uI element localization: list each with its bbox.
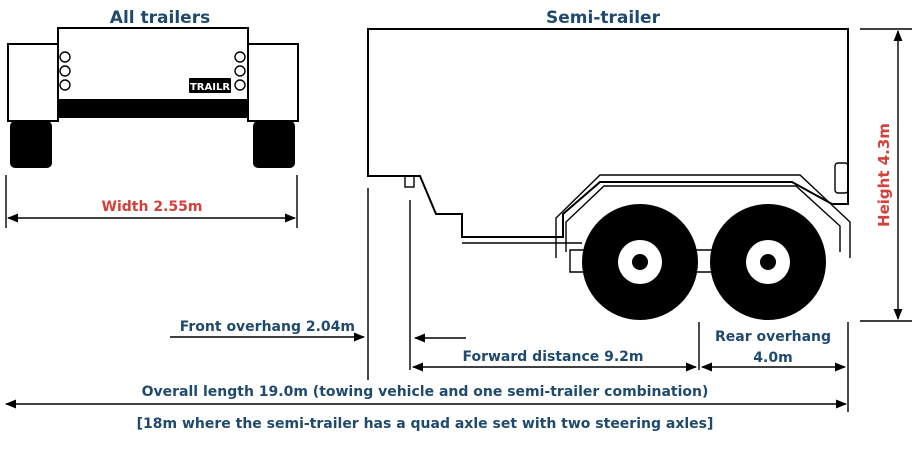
front-overhang-dimension: Front overhang 2.04m: [170, 319, 366, 342]
semi-trailer-heading: Semi-trailer: [546, 8, 661, 28]
forward-distance-label: Forward distance 9.2m: [462, 349, 643, 365]
trailer-rear-view: TRAILR: [7, 27, 299, 168]
mudguard-inner: [565, 185, 841, 252]
height-label: Height 4.3m: [875, 123, 893, 227]
side-marker-light: [834, 162, 849, 194]
left-tail-lights: [59, 51, 71, 91]
front-overhang-label: Front overhang 2.04m: [180, 319, 355, 335]
left-side-panel: [7, 43, 59, 122]
rear-overhang-label-line1: Rear overhang: [715, 329, 831, 345]
width-label: Width 2.55m: [102, 199, 203, 215]
width-dimension: Width 2.55m: [5, 175, 298, 228]
semi-trailer-side-view: [367, 28, 851, 320]
overall-length-label: Overall length 19.0m (towing vehicle and…: [142, 384, 709, 400]
rear-left-wheel: [10, 121, 52, 168]
front-axle-wheel: [582, 204, 698, 320]
number-plate-text: TRAILR: [190, 82, 230, 93]
all-trailers-heading: All trailers: [110, 8, 210, 28]
number-plate: [189, 78, 231, 93]
forward-distance-dimension: Forward distance 9.2m: [411, 349, 698, 372]
rear-overhang-label-line2: 4.0m: [753, 350, 792, 366]
right-tail-lights: [234, 51, 246, 91]
height-dimension: Height 4.3m: [860, 28, 912, 322]
extension-lines: [367, 188, 849, 412]
mudguard-outer: [555, 174, 851, 258]
overall-length-note: [18m where the semi-trailer has a quad a…: [137, 416, 714, 432]
rear-axle-wheel: [710, 204, 826, 320]
overall-length-dimension: Overall length 19.0m (towing vehicle and…: [4, 384, 848, 432]
king-pin: [404, 175, 415, 188]
rear-overhang-dimension: Rear overhang 4.0m: [700, 329, 847, 372]
rear-right-wheel: [253, 121, 295, 168]
trailer-body: [367, 28, 849, 238]
right-side-panel: [247, 43, 299, 122]
rear-bumper: [58, 100, 248, 118]
